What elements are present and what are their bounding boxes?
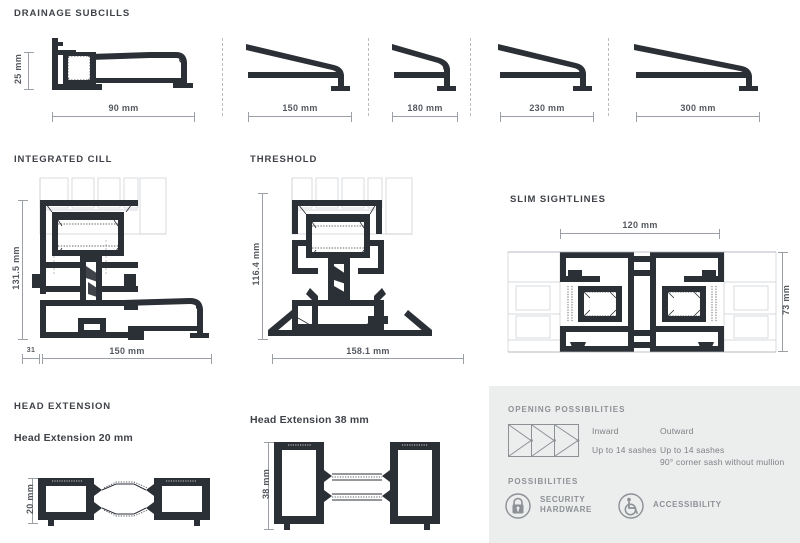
accessibility-icon [618, 493, 644, 519]
head-extension-20-height-dimline [28, 478, 38, 524]
drainage-subcill-90-width-label: 90 mm [108, 103, 139, 113]
threshold-height-label: 116.4 mm [251, 242, 261, 286]
head-extension-38-label: Head Extension 38 mm [250, 414, 369, 426]
threshold-heading: THRESHOLD [250, 154, 318, 165]
drainage-subcill-180-width-dimline [392, 112, 458, 122]
slim-sightlines-width-dimline [560, 229, 720, 239]
integrated-cill-width-dimline [42, 354, 212, 364]
threshold-width-label: 158.1 mm [346, 346, 390, 356]
drainage-subcill-230-width-dimline [500, 112, 594, 122]
drainage-separator-2 [368, 38, 369, 116]
accessibility-label: ACCESSIBILITY [653, 500, 722, 509]
integrated-cill-height-dimline [18, 200, 28, 340]
security-hardware-label-line2: HARDWARE [540, 505, 592, 514]
slim-sightlines-height-label: 73 mm [781, 284, 791, 316]
drainage-separator-3 [470, 38, 471, 116]
integrated-cill-drawing [28, 177, 220, 350]
outward-corner-sash-text: 90° corner sash without mullion [660, 457, 785, 467]
drainage-subcill-300-width-label: 300 mm [680, 103, 716, 113]
drainage-subcill-90-width-dimline [52, 112, 195, 122]
opening-possibilities-heading: OPENING POSSIBILITIES [508, 405, 626, 414]
integrated-cill-offset-label: 31 [26, 347, 36, 354]
threshold-height-dimline [258, 193, 268, 340]
slim-sightlines-drawing [507, 251, 777, 357]
security-hardware-label-line1: SECURITY [540, 495, 586, 504]
drainage-subcill-90-drawing [30, 38, 205, 100]
drainage-subcill-230-drawing [498, 44, 594, 96]
head-extension-20-label: Head Extension 20 mm [14, 432, 133, 444]
drainage-subcill-230-width-label: 230 mm [529, 103, 565, 113]
head-extension-38-height-label: 38 mm [261, 468, 271, 500]
opening-possibilities-panel [489, 386, 800, 543]
outward-sashes-text: Up to 14 sashes [660, 445, 725, 455]
head-extension-20-height-label: 20 mm [25, 483, 35, 515]
sliding-sashes-icon [508, 424, 580, 457]
drainage-separator-4 [608, 38, 609, 116]
security-hardware-icon [505, 493, 531, 519]
drainage-subcill-150-drawing [246, 44, 352, 96]
inward-sashes-text: Up to 14 sashes [592, 445, 657, 455]
drainage-subcill-90-height-label: 25 mm [13, 53, 23, 85]
drainage-subcill-90-height-dimline [24, 52, 34, 90]
drainage-subcill-300-width-dimline [636, 112, 760, 122]
head-extension-heading: HEAD EXTENSION [14, 401, 112, 412]
slim-sightlines-heading: SLIM SIGHTLINES [510, 194, 606, 205]
head-extension-38-height-dimline [264, 442, 274, 530]
drainage-subcill-180-drawing [392, 44, 458, 96]
security-hardware-label: SECURITY HARDWARE [540, 495, 592, 515]
threshold-drawing [268, 177, 468, 350]
drainage-subcill-180-width-label: 180 mm [407, 103, 443, 113]
drainage-subcills-heading: DRAINAGE SUBCILLS [14, 8, 131, 19]
integrated-cill-width-label: 150 mm [109, 346, 145, 356]
inward-title: Inward [592, 426, 619, 436]
head-extension-38-drawing [274, 440, 440, 532]
outward-title: Outward [660, 426, 694, 436]
slim-sightlines-height-dimline [778, 252, 788, 352]
drainage-subcill-150-width-dimline [248, 112, 352, 122]
head-extension-20-drawing [38, 476, 210, 526]
slim-sightlines-width-label: 120 mm [622, 220, 658, 230]
integrated-cill-offset-dimline [22, 354, 40, 364]
drainage-separator-1 [222, 38, 223, 116]
integrated-cill-heading: INTEGRATED CILL [14, 154, 113, 165]
drainage-subcill-300-drawing [634, 44, 760, 96]
threshold-width-dimline [272, 354, 464, 364]
possibilities-heading: POSSIBILITIES [508, 477, 579, 486]
drainage-subcill-150-width-label: 150 mm [282, 103, 318, 113]
integrated-cill-height-label: 131.5 mm [11, 246, 21, 290]
